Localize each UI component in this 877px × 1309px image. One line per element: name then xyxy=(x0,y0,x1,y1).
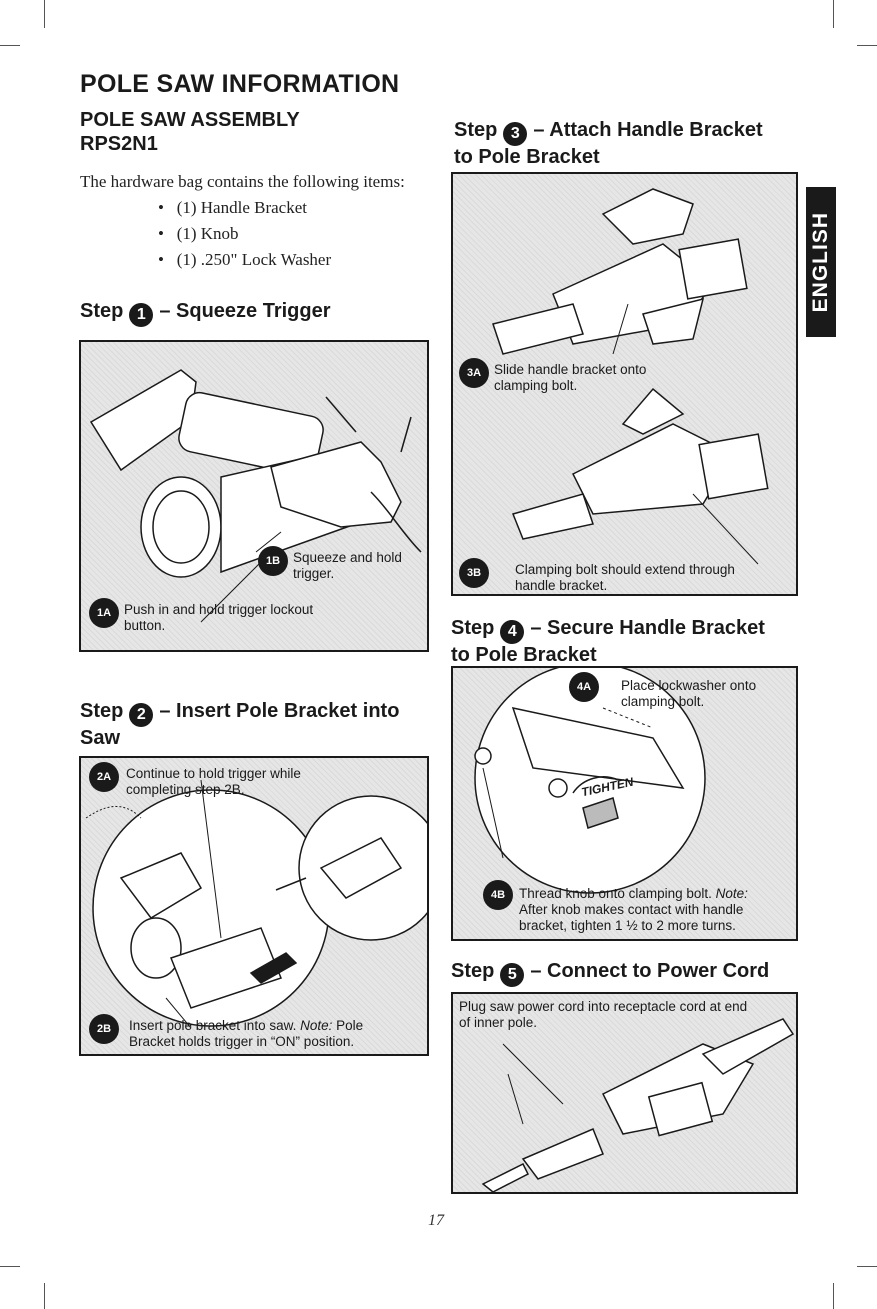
hardware-item: • (1) .250" Lock Washer xyxy=(158,250,332,269)
crop-mark xyxy=(857,45,877,46)
badge-4b: 4B xyxy=(483,880,513,910)
step-2-number-icon: 2 xyxy=(129,703,154,727)
badge-3a: 3A xyxy=(459,358,489,388)
crop-mark xyxy=(0,1266,20,1267)
crop-mark xyxy=(857,1266,877,1267)
badge-1b: 1B xyxy=(258,546,288,576)
pole-bracket-illustration xyxy=(85,779,427,1029)
step-5-number-icon: 5 xyxy=(500,963,525,987)
step-5-panel: Plug saw power cord into receptacle cord… xyxy=(451,992,798,1194)
model-number: RPS2N1 xyxy=(80,133,158,155)
page-number: 17 xyxy=(428,1212,444,1229)
badge-2b: 2B xyxy=(89,1014,119,1044)
power-cord-illustration xyxy=(481,1018,795,1192)
badge-4a: 4A xyxy=(569,672,599,702)
language-tab: ENGLISH xyxy=(806,187,836,337)
badge-2a: 2A xyxy=(89,762,119,792)
crop-mark xyxy=(833,1283,834,1309)
crop-mark xyxy=(44,0,45,28)
handle-bracket-illustration xyxy=(492,188,769,565)
lock-knob-illustration xyxy=(474,668,706,894)
hardware-item: • (1) Knob xyxy=(158,224,239,243)
saw-trigger-illustration xyxy=(89,369,422,623)
badge-3b: 3B xyxy=(459,558,489,588)
hardware-intro: The hardware bag contains the following … xyxy=(80,172,405,191)
step-1-number-icon: 1 xyxy=(129,303,154,327)
crop-mark xyxy=(833,0,834,28)
caption-5: Plug saw power cord into receptacle cord… xyxy=(459,999,748,1030)
crop-mark xyxy=(44,1283,45,1309)
caption-2b: Insert pole bracket into saw. Note: Pole… xyxy=(129,1018,364,1049)
step-3-number-icon: 3 xyxy=(503,122,528,146)
section-subtitle: POLE SAW ASSEMBLY xyxy=(80,109,300,131)
crop-mark xyxy=(0,45,20,46)
page-title: POLE SAW INFORMATION xyxy=(80,70,400,98)
caption-4b: Thread knob onto clamping bolt. Note:Aft… xyxy=(519,886,748,933)
step-4-number-icon: 4 xyxy=(500,620,525,644)
badge-1a: 1A xyxy=(89,598,119,628)
hardware-item: • (1) Handle Bracket xyxy=(158,198,307,217)
